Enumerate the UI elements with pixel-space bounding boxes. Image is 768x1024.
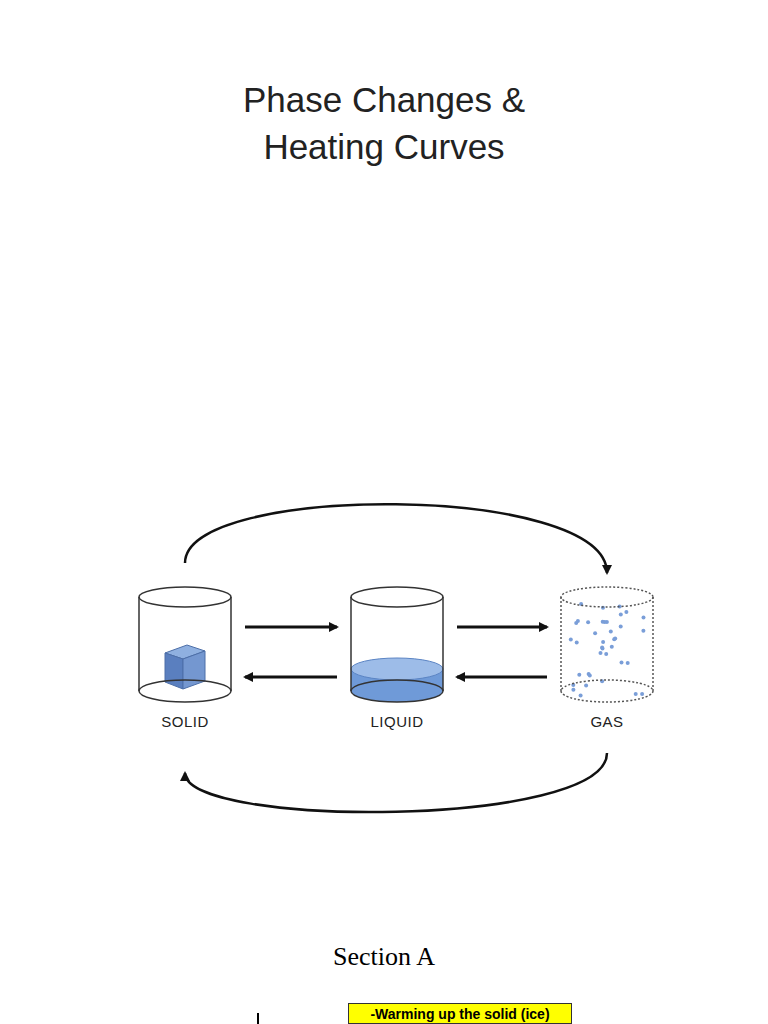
cylinder-wall bbox=[560, 597, 562, 691]
gas-particle bbox=[640, 692, 644, 696]
gas-particle bbox=[612, 637, 616, 641]
cylinder-wall bbox=[442, 597, 444, 691]
gas-particle bbox=[599, 651, 603, 655]
cylinder-rim bbox=[561, 587, 653, 607]
gas-particle bbox=[609, 629, 613, 633]
gas-particle bbox=[601, 640, 605, 644]
solid-cylinder bbox=[135, 585, 235, 707]
highlight-box: -Warming up the solid (ice) bbox=[348, 1003, 572, 1024]
cylinder-rim bbox=[351, 587, 443, 607]
phase-container: LIQUID bbox=[347, 585, 447, 745]
gas-particle bbox=[642, 616, 646, 620]
cylinder-wall bbox=[138, 597, 140, 691]
phase-arrow bbox=[245, 626, 337, 629]
cylinder-base bbox=[139, 680, 231, 702]
gas-particle bbox=[619, 613, 623, 617]
gas-particle bbox=[601, 647, 605, 651]
gas-particle bbox=[576, 619, 580, 623]
gas-particle bbox=[600, 646, 604, 650]
gas-particle bbox=[603, 620, 607, 624]
gas-particle bbox=[620, 660, 624, 664]
margin-tick bbox=[257, 1013, 259, 1024]
gas-cylinder bbox=[557, 585, 657, 707]
phase-label: GAS bbox=[537, 713, 677, 730]
gas-particle bbox=[641, 629, 645, 633]
cylinder-rim bbox=[139, 587, 231, 607]
liquid-cylinder bbox=[347, 585, 447, 707]
gas-particle bbox=[584, 684, 588, 688]
gas-particle bbox=[613, 636, 617, 640]
gas-particle bbox=[624, 610, 628, 614]
gas-particle bbox=[587, 672, 591, 676]
gas-particle bbox=[575, 641, 579, 645]
liquid-surface bbox=[351, 658, 443, 680]
gas-particle bbox=[569, 637, 573, 641]
gas-particle bbox=[579, 694, 583, 698]
gas-particle bbox=[593, 631, 597, 635]
cylinder-wall bbox=[230, 597, 232, 691]
phase-label: LIQUID bbox=[327, 713, 467, 730]
section-heading: Section A bbox=[234, 942, 534, 972]
gas-particle bbox=[604, 652, 608, 656]
cylinder-base bbox=[561, 680, 653, 702]
cylinder-wall bbox=[350, 597, 352, 691]
phase-container: SOLID bbox=[135, 585, 235, 745]
phase-arrow bbox=[245, 676, 337, 679]
phase-container: GAS bbox=[557, 585, 657, 745]
cylinder-base bbox=[351, 680, 443, 702]
gas-particle bbox=[634, 692, 638, 696]
phase-arc-arrow bbox=[185, 504, 607, 573]
box-text: -Warming up the solid (ice) bbox=[370, 1005, 549, 1023]
cube-front bbox=[165, 653, 183, 689]
gas-particle bbox=[619, 625, 623, 629]
phase-arrow bbox=[457, 676, 547, 679]
page-title: Phase Changes & Heating Curves bbox=[184, 76, 584, 170]
gas-particle bbox=[626, 661, 630, 665]
phase-label: SOLID bbox=[115, 713, 255, 730]
gas-particle bbox=[577, 673, 581, 677]
gas-particle bbox=[571, 688, 575, 692]
gas-particle bbox=[610, 645, 614, 649]
cylinder-wall bbox=[652, 597, 654, 691]
phase-arc-arrow bbox=[185, 753, 607, 812]
cube-side bbox=[183, 651, 205, 689]
gas-particle bbox=[586, 620, 590, 624]
phase-arrow bbox=[457, 626, 547, 629]
